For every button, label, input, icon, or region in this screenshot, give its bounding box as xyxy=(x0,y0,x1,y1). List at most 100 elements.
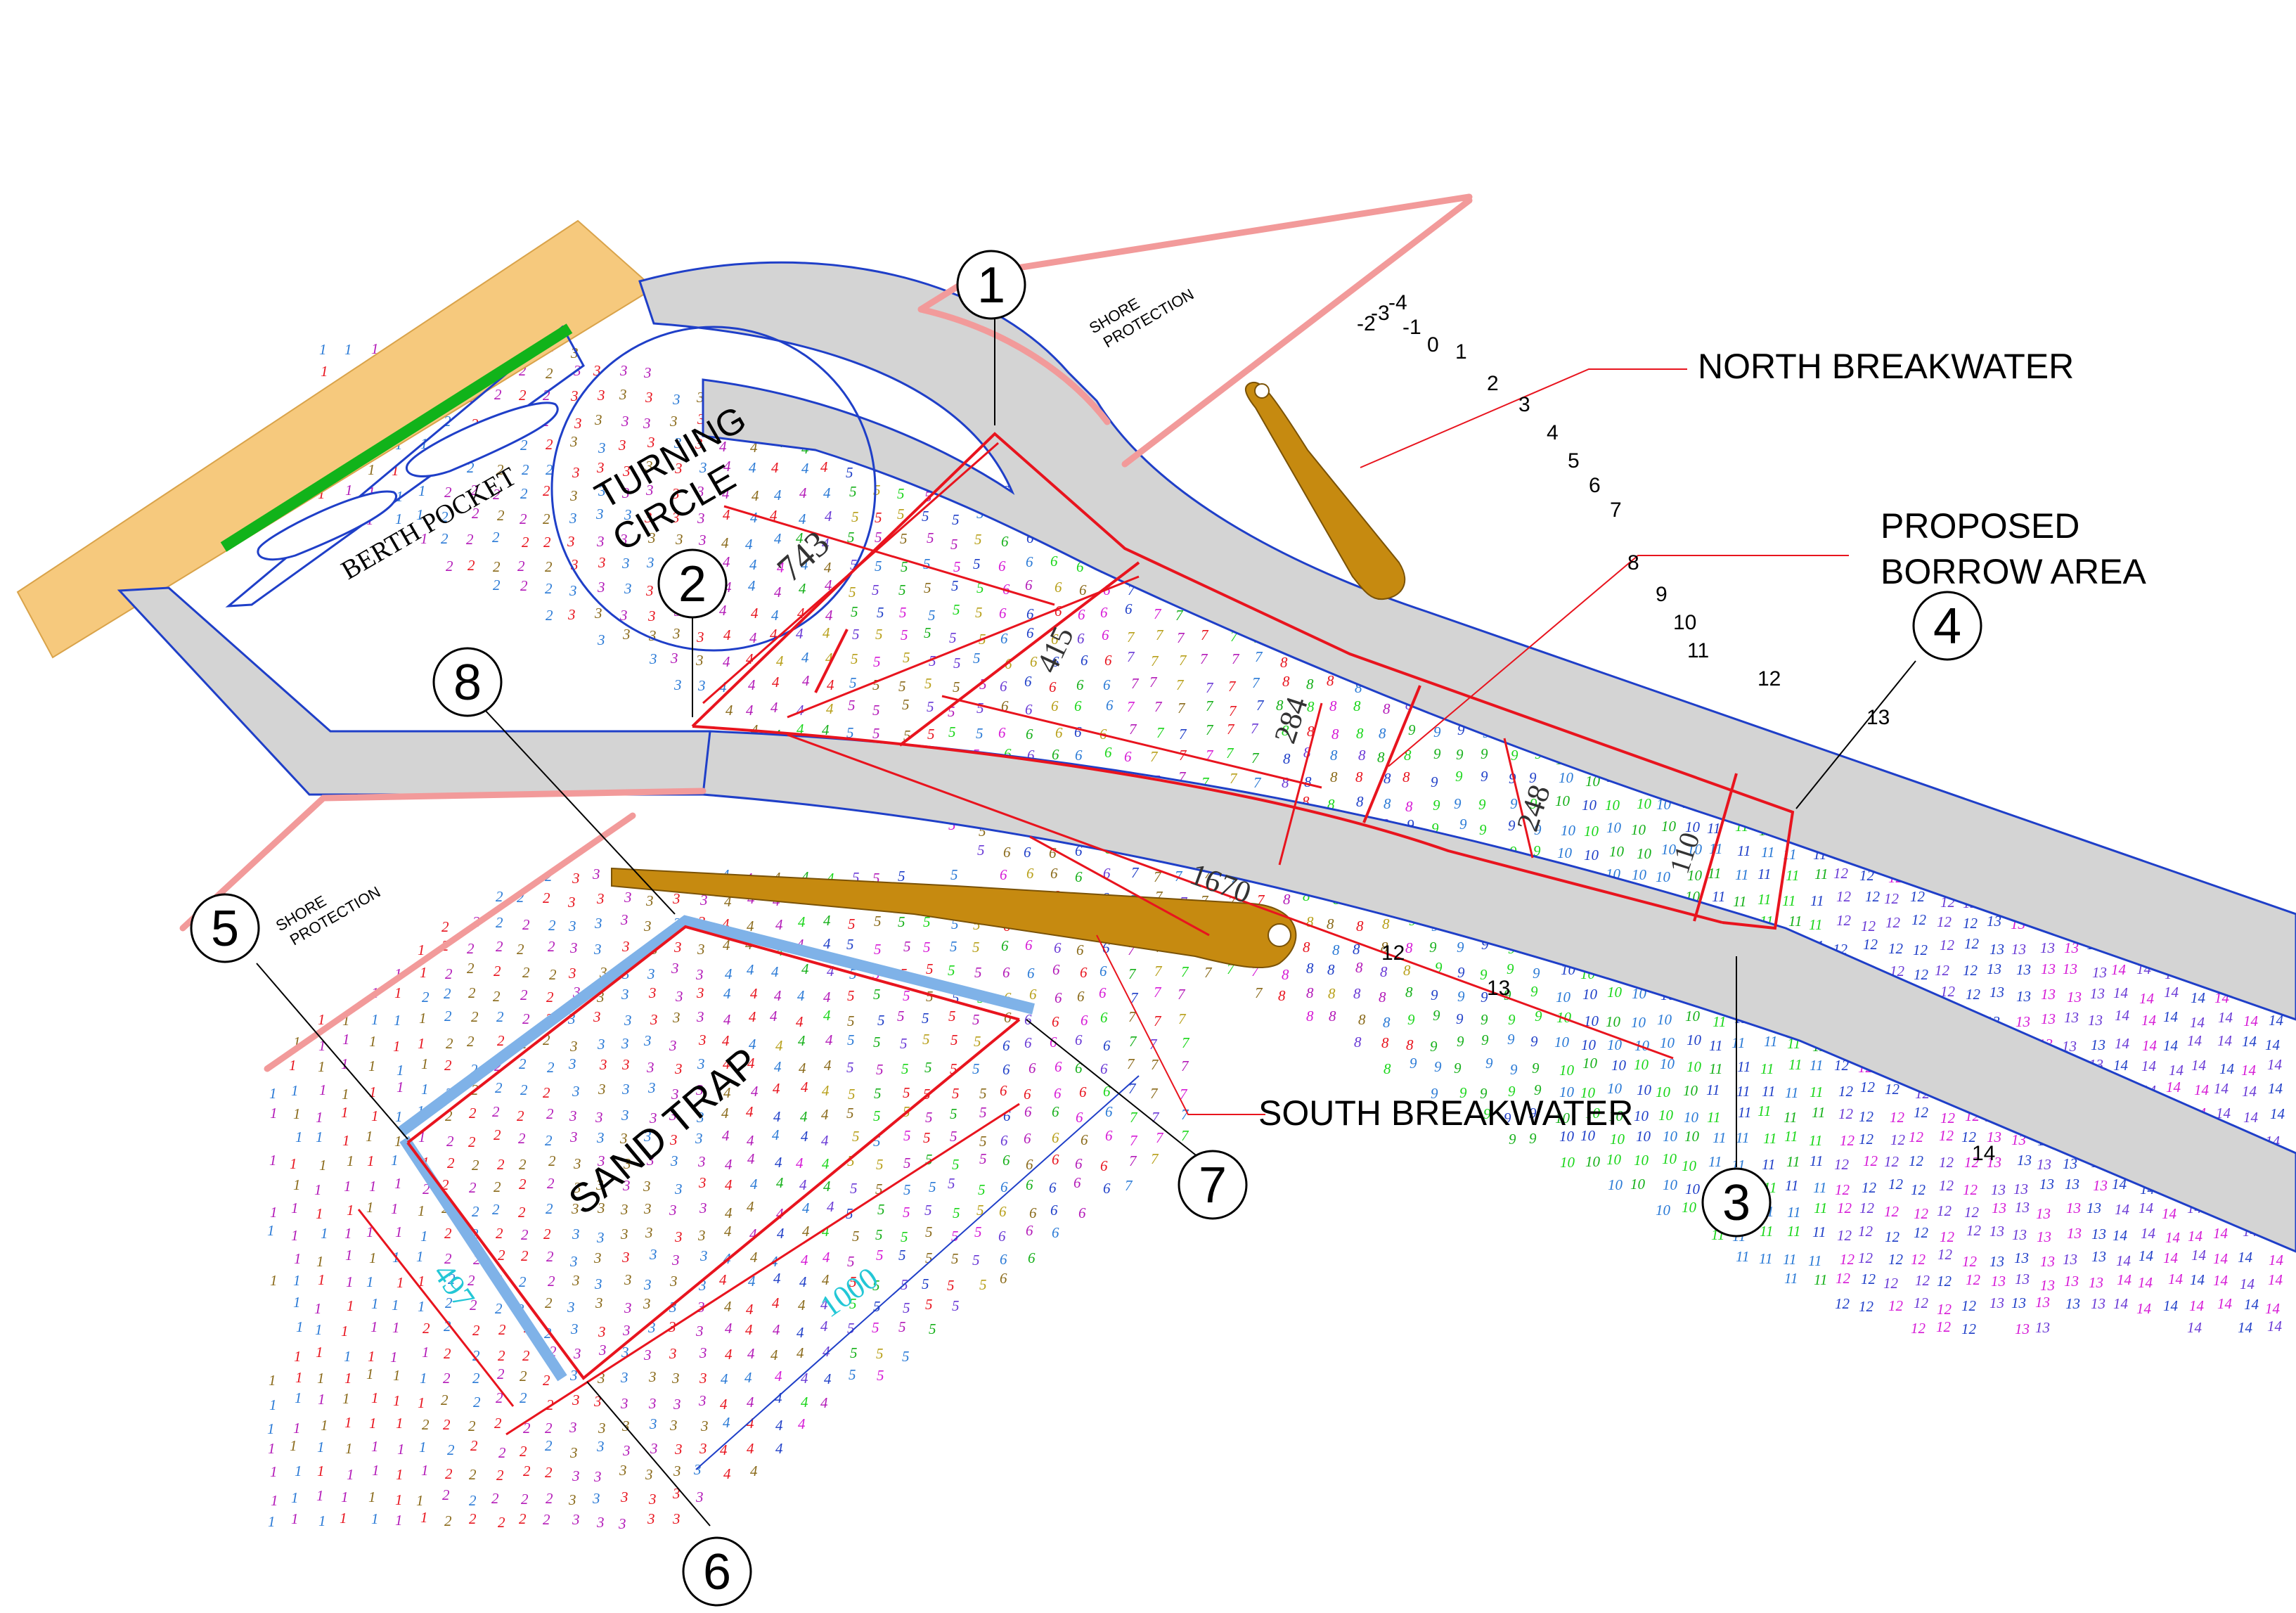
sounding-mark: 12 xyxy=(1838,1105,1854,1122)
sounding-mark: 8 xyxy=(1381,939,1388,956)
sounding-mark: 5 xyxy=(898,913,905,930)
sounding-mark: 11 xyxy=(1708,865,1721,882)
sounding-mark: 6 xyxy=(1055,603,1062,619)
sounding-mark: 1 xyxy=(347,1466,354,1483)
sounding-mark: 6 xyxy=(1024,673,1032,690)
sounding-mark: 6 xyxy=(1076,558,1084,575)
sounding-mark: 14 xyxy=(2213,1272,2229,1289)
sounding-mark: 5 xyxy=(903,1127,911,1144)
sounding-mark: 1 xyxy=(391,1200,399,1217)
sounding-mark: 13 xyxy=(2041,960,2056,977)
sounding-mark: 9 xyxy=(1481,936,1489,953)
sounding-mark: 3 xyxy=(620,1226,628,1242)
sounding-mark: 1 xyxy=(291,1489,299,1506)
sounding-mark: 4 xyxy=(802,672,810,689)
sounding-mark: 10 xyxy=(1634,1037,1650,1054)
sounding-mark: 1 xyxy=(394,1012,401,1029)
sounding-mark: 8 xyxy=(1405,939,1413,956)
sounding-mark: 12 xyxy=(1861,918,1876,934)
sounding-mark: 13 xyxy=(1987,1129,2001,1145)
sounding-mark: 2 xyxy=(522,1010,530,1027)
sounding-mark: 8 xyxy=(1405,798,1413,815)
sounding-mark: 10 xyxy=(1608,1176,1623,1193)
sounding-mark: 14 xyxy=(2269,1012,2284,1029)
sounding-mark: 13 xyxy=(2063,1251,2077,1268)
sounding-mark: 3 xyxy=(570,1320,579,1337)
sounding-mark: 14 xyxy=(2112,1176,2127,1193)
sounding-mark: 3 xyxy=(698,1174,707,1191)
sounding-mark: 11 xyxy=(1735,866,1748,883)
sounding-mark: 14 xyxy=(2213,1250,2229,1267)
sounding-mark: 5 xyxy=(925,1296,933,1313)
sounding-mark: 13 xyxy=(1989,1253,2004,1270)
sounding-mark: 5 xyxy=(951,1250,959,1267)
sounding-mark: 1 xyxy=(344,1370,352,1387)
sounding-mark: 3 xyxy=(646,1059,654,1076)
sounding-mark: 14 xyxy=(2136,1300,2152,1317)
sounding-mark: 2 xyxy=(496,914,503,931)
sounding-mark: 2 xyxy=(469,1492,477,1509)
point-circle-2 xyxy=(657,548,728,619)
sounding-mark: 3 xyxy=(643,415,651,432)
sounding-mark: 13 xyxy=(2066,1200,2081,1216)
sounding-mark: 9 xyxy=(1529,769,1537,786)
sounding-mark: 4 xyxy=(775,1440,783,1457)
sounding-mark: 1 xyxy=(368,461,375,478)
sounding-mark: 12 xyxy=(1859,1200,1875,1216)
sounding-mark: 2 xyxy=(498,1247,505,1264)
sounding-mark: 13 xyxy=(2064,939,2079,956)
sounding-mark: 4 xyxy=(801,868,809,885)
sounding-mark: 3 xyxy=(699,459,707,476)
sounding-mark: 6 xyxy=(1029,1204,1037,1221)
sounding-mark: 1 xyxy=(295,1389,302,1406)
sounding-mark: 2 xyxy=(498,1321,506,1338)
sounding-mark: 1 xyxy=(315,1321,323,1338)
sounding-mark: 2 xyxy=(467,1272,475,1289)
sounding-mark: 13 xyxy=(2090,985,2105,1002)
sounding-mark: 10 xyxy=(1658,1107,1674,1124)
sounding-mark: 2 xyxy=(495,1079,503,1096)
point-circle-5 xyxy=(190,893,260,963)
quay-wall xyxy=(220,323,573,552)
sounding-mark: 2 xyxy=(517,941,524,958)
sounding-mark: 2 xyxy=(494,963,501,979)
sounding-mark: 2 xyxy=(493,988,501,1005)
sounding-mark: 4 xyxy=(796,1155,804,1171)
sounding-mark: 7 xyxy=(1127,629,1135,645)
sounding-mark: 10 xyxy=(1682,1199,1697,1216)
sounding-mark: 7 xyxy=(1150,1085,1159,1102)
sounding-mark: 8 xyxy=(1358,1011,1366,1028)
sounding-mark: 2 xyxy=(472,1347,480,1364)
sounding-mark: 12 xyxy=(1939,1127,1954,1144)
sounding-mark: 3 xyxy=(597,1370,605,1387)
sounding-mark: 9 xyxy=(1456,1010,1464,1027)
sounding-mark: 5 xyxy=(948,1175,955,1192)
sounding-mark: 14 xyxy=(2190,1014,2205,1031)
sounding-mark: 4 xyxy=(821,1106,829,1123)
sounding-mark: 12 xyxy=(1966,986,1981,1003)
sounding-mark: 13 xyxy=(2040,1277,2055,1294)
sounding-mark: 5 xyxy=(852,1128,860,1145)
sounding-mark: 9 xyxy=(1431,820,1439,837)
sounding-mark: 10 xyxy=(1634,1152,1649,1169)
sounding-mark: 13 xyxy=(2037,1228,2051,1245)
sounding-mark: 8 xyxy=(1356,793,1364,810)
sounding-mark: 1 xyxy=(395,510,403,527)
sounding-mark: 12 xyxy=(1837,1227,1852,1244)
sounding-mark: 5 xyxy=(953,1204,960,1221)
sounding-mark: 12 xyxy=(1940,983,1956,1000)
sounding-mark: 2 xyxy=(546,436,553,453)
sounding-mark: 13 xyxy=(1989,941,2004,958)
sounding-mark: 7 xyxy=(1151,1056,1159,1073)
sounding-mark: 9 xyxy=(1479,821,1487,838)
sounding-mark: 3 xyxy=(598,1081,606,1098)
sounding-mark: 7 xyxy=(1227,721,1235,738)
sounding-mark: 13 xyxy=(2011,941,2026,958)
sounding-mark: 10 xyxy=(1607,1080,1623,1097)
sounding-mark: 5 xyxy=(979,1085,987,1102)
sounding-mark: 14 xyxy=(2187,1319,2203,1336)
sounding-mark: 4 xyxy=(801,460,809,477)
sounding-mark: 13 xyxy=(2064,1009,2079,1026)
sounding-mark: 2 xyxy=(444,1250,452,1267)
point-label-4: 4 xyxy=(1933,598,1961,655)
